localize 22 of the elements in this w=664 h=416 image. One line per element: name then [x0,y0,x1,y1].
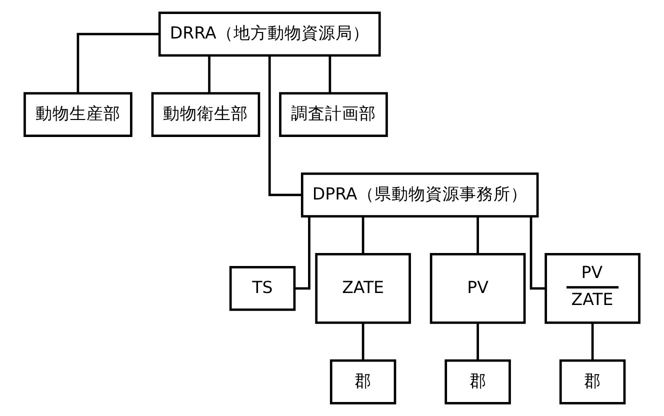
node-box: PV [430,252,526,324]
node-box: 調査計画部 [279,92,388,138]
connector [476,216,479,254]
node-box: DPRA（県動物資源事務所） [300,172,539,218]
node-box: ZATE [315,252,411,324]
node-box: TS [229,266,296,311]
connector [208,56,210,93]
node-box: DRRA（地方動物資源局） [158,12,381,57]
node-box: 郡 [559,359,626,404]
connector [476,323,479,360]
connector [591,323,594,360]
connector [76,32,160,93]
connector [362,323,364,360]
node-box: 動物生産部 [24,92,132,138]
node-box: 郡 [444,359,511,404]
node-box: 郡 [330,359,396,404]
node-box: 動物衛生部 [151,92,260,138]
connector [268,55,302,196]
connector [294,216,310,290]
connector [328,56,332,93]
node-box: PV ZATE [544,252,640,324]
connector [362,216,364,254]
